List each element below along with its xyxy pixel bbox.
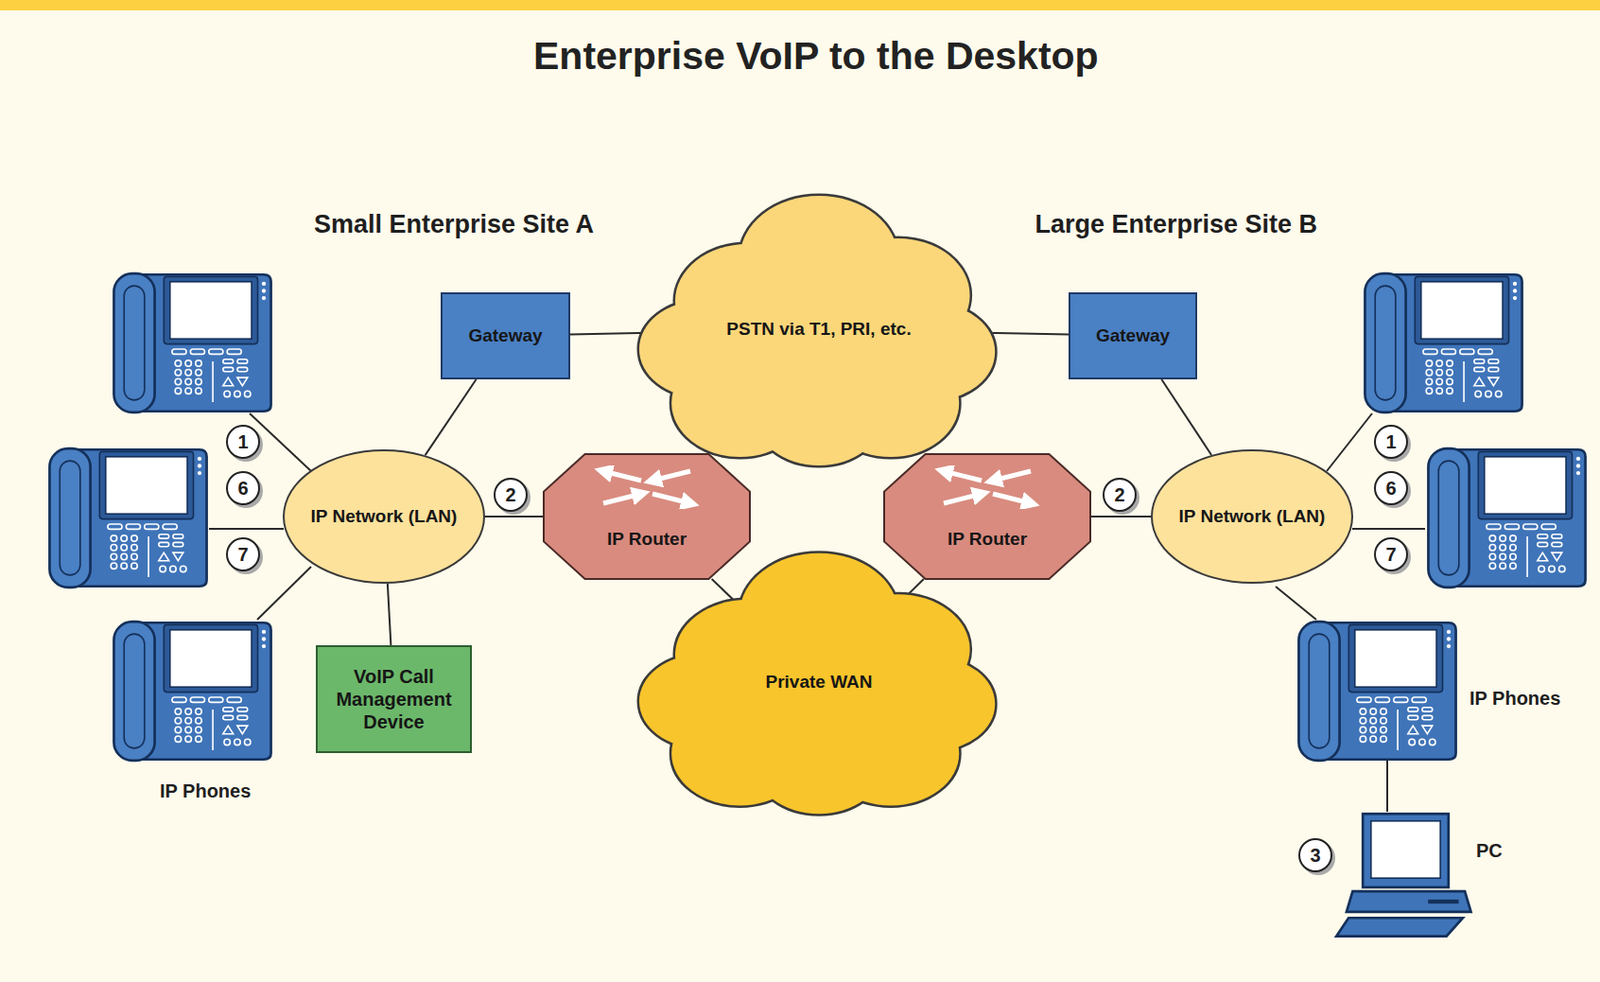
node-label: Private WAN	[765, 671, 873, 694]
pc-computer	[1336, 813, 1471, 936]
octagon-outline	[543, 453, 750, 579]
cloud-fill	[639, 654, 762, 748]
node-label: PSTN via T1, PRI, etc.	[726, 318, 911, 341]
node-label: IP Network (LAN)	[311, 505, 458, 528]
phone-wire	[257, 566, 312, 620]
callout-number: 2	[504, 485, 516, 505]
part-label: PC	[1476, 839, 1503, 862]
ip-phone	[1427, 448, 1585, 588]
connector-line	[1161, 379, 1212, 455]
callout-circle: 7	[1373, 537, 1409, 572]
callout-number: 7	[237, 544, 248, 564]
node-label: VoIP Call Management Device	[327, 664, 461, 733]
router-arrow	[943, 470, 982, 481]
connector-line	[485, 515, 544, 518]
phone-wire	[208, 527, 284, 530]
node-label: Gateway	[468, 325, 542, 348]
node-label: IP Network (LAN)	[1179, 505, 1326, 528]
connector-line	[425, 379, 477, 455]
callout-circle: 6	[226, 470, 261, 505]
callout-circle: 6	[1373, 470, 1409, 505]
ip-router: IP Router	[543, 453, 750, 579]
callout-circle: 2	[1102, 477, 1137, 512]
router-arrow	[652, 493, 691, 504]
lan-ellipse: IP Network (LAN)	[1150, 449, 1354, 584]
router-arrow	[943, 493, 982, 504]
callout-number: 6	[1385, 478, 1396, 498]
router-arrow	[652, 470, 691, 481]
router-icon	[930, 465, 1044, 509]
part-label: IP Phones	[1469, 687, 1561, 710]
connector-line	[712, 578, 736, 602]
phone-wire	[1352, 527, 1426, 530]
callout-circle: 1	[226, 424, 261, 459]
router-icon	[590, 465, 704, 509]
callout-circle: 1	[1373, 424, 1409, 459]
ip-phone	[113, 273, 271, 413]
callout-circle: 7	[226, 537, 261, 572]
callout-circle: 2	[493, 477, 528, 512]
connector-line	[387, 583, 392, 645]
octagon-shape	[543, 453, 750, 579]
top-bar	[0, 0, 1600, 11]
site-heading: Large Enterprise Site B	[1035, 209, 1319, 240]
callout-number: 1	[237, 432, 248, 452]
wan-cloud: Private WAN	[639, 544, 999, 819]
call-manager-box: VoIP Call Management Device	[315, 644, 472, 753]
pstn-cloud: PSTN via T1, PRI, etc.	[639, 187, 999, 471]
cloud-lobe	[639, 654, 762, 748]
callout-number: 3	[1309, 845, 1321, 865]
phone-wire	[1275, 586, 1317, 620]
gateway-box: Gateway	[440, 292, 571, 380]
node-label: IP Router	[947, 528, 1027, 551]
diagram-title: Enterprise VoIP to the Desktop	[533, 34, 1099, 79]
router-arrow	[992, 470, 1031, 481]
ip-phone	[1298, 621, 1456, 761]
callout-number: 2	[1113, 485, 1125, 505]
cloud-fill	[639, 300, 762, 398]
node-label: IP Router	[607, 528, 687, 551]
octagon-outline	[884, 453, 1091, 579]
connector-line	[1090, 515, 1151, 518]
part-label: IP Phones	[159, 780, 251, 802]
ip-router: IP Router	[884, 453, 1091, 579]
ip-phone	[1364, 273, 1522, 413]
octagon-shape	[884, 453, 1091, 579]
cloud-lobe	[639, 300, 762, 398]
lan-ellipse: IP Network (LAN)	[282, 449, 486, 584]
gateway-box: Gateway	[1068, 292, 1198, 380]
phone-wire	[1326, 413, 1373, 471]
ip-phone	[49, 448, 207, 588]
callout-number: 6	[237, 478, 248, 498]
router-arrow	[603, 470, 642, 481]
site-heading: Small Enterprise Site A	[313, 209, 594, 240]
callout-number: 1	[1385, 432, 1396, 452]
callout-circle: 3	[1298, 837, 1333, 872]
router-arrow	[603, 493, 642, 504]
router-arrow	[992, 493, 1031, 504]
node-label: Gateway	[1095, 325, 1170, 348]
ip-phone	[113, 621, 271, 761]
pc-wire	[1386, 760, 1389, 812]
callout-number: 7	[1385, 544, 1396, 564]
